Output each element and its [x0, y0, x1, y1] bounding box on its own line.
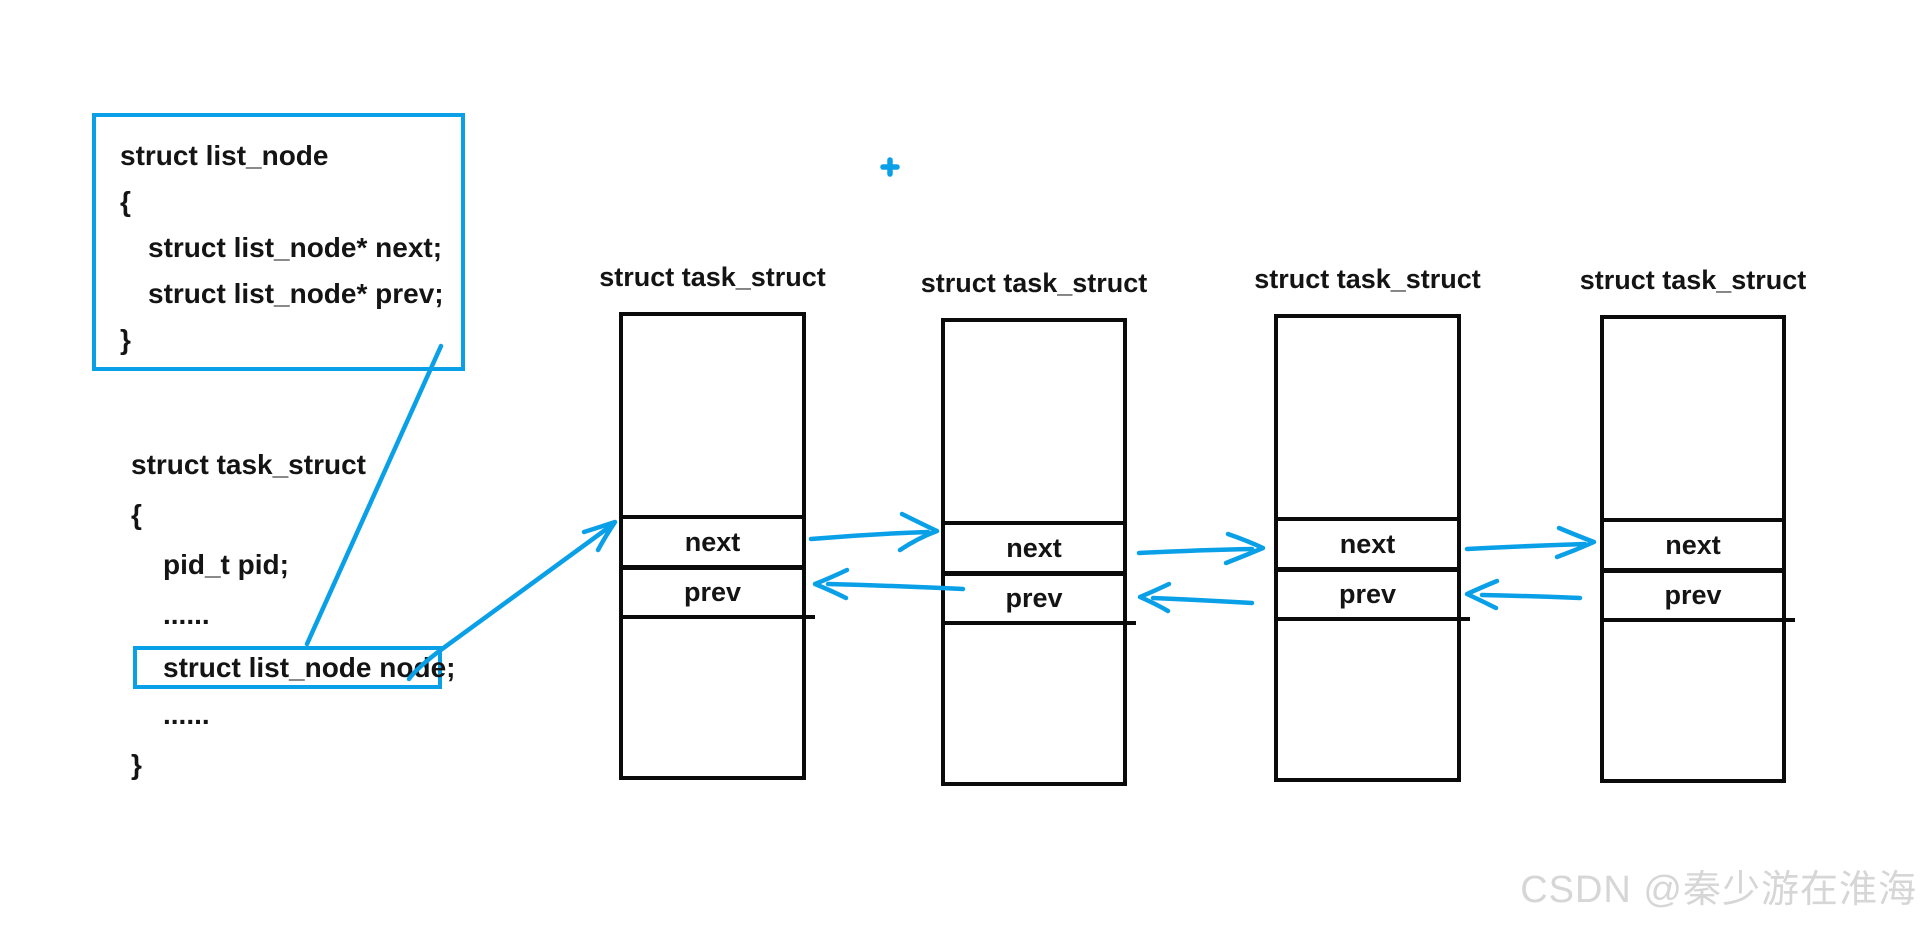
code-line-close-brace: }	[131, 749, 142, 780]
code-line-open-brace: {	[131, 499, 142, 530]
arrow-next-1-2	[808, 529, 931, 542]
next-field: next	[1604, 518, 1782, 573]
prev-line-tick	[1461, 617, 1470, 621]
node-title: struct task_struct	[920, 268, 1148, 298]
arrow-next-2-3	[1136, 546, 1255, 556]
arrow-next-3-4	[1464, 541, 1588, 552]
code-line-ellipsis: ......	[163, 599, 210, 630]
code-line-member-next: struct list_node* next;	[148, 232, 443, 263]
arrowhead-prev-4-3	[1464, 578, 1500, 611]
watermark: CSDN @秦少游在淮海	[1520, 869, 1917, 911]
arrowhead-member-to-node1	[581, 519, 618, 553]
node-title: struct task_struct	[1579, 265, 1807, 295]
node-title: struct task_struct	[1254, 264, 1481, 294]
prev-line-tick	[1127, 621, 1136, 625]
prev-field: prev	[623, 570, 802, 619]
node-box: next prev	[1274, 314, 1470, 782]
code-line-title: struct task_struct	[131, 449, 366, 480]
next-field: next	[945, 521, 1123, 576]
arrow-prev-4-3	[1479, 592, 1583, 601]
arrowhead-next-3-4	[1554, 525, 1597, 560]
node-box: next prev	[619, 312, 815, 780]
code-line-title: struct list_node	[120, 140, 329, 171]
node-member-highlight-box: struct list_node node;	[133, 646, 455, 689]
arrowhead-prev-2-1	[812, 567, 850, 601]
node-title: struct task_struct	[599, 262, 826, 292]
arrowhead-next-1-2	[897, 511, 940, 553]
arrowhead-next-2-3	[1223, 531, 1266, 566]
node-box: next prev	[941, 318, 1136, 786]
task-struct-node-4: struct task_struct next prev	[1580, 265, 1806, 783]
list-node-definition-box: struct list_node { struct list_node* nex…	[92, 113, 465, 371]
task-struct-node-3: struct task_struct next prev	[1254, 264, 1481, 782]
next-field: next	[623, 515, 802, 570]
code-line-member-prev: struct list_node* prev;	[148, 278, 444, 309]
task-struct-node-2: struct task_struct next prev	[921, 268, 1147, 786]
ink-stray-mark	[880, 157, 900, 177]
prev-field: prev	[1278, 572, 1457, 621]
task-struct-definition: struct task_struct { pid_t pid; ...... s…	[131, 440, 491, 790]
code-line-open-brace: {	[120, 186, 131, 217]
arrowhead-prev-3-2	[1137, 581, 1172, 614]
code-line-close-brace: }	[120, 324, 131, 355]
prev-line-tick	[806, 615, 815, 619]
prev-field: prev	[1604, 573, 1782, 622]
code-line-ellipsis: ......	[163, 699, 210, 730]
arrow-prev-3-2	[1150, 595, 1255, 606]
prev-line-tick	[1786, 618, 1795, 622]
task-struct-node-1: struct task_struct next prev	[599, 262, 826, 780]
next-field: next	[1278, 517, 1457, 572]
code-line-pid: pid_t pid;	[163, 549, 289, 580]
prev-field: prev	[945, 576, 1123, 625]
node-box: next prev	[1600, 315, 1795, 783]
